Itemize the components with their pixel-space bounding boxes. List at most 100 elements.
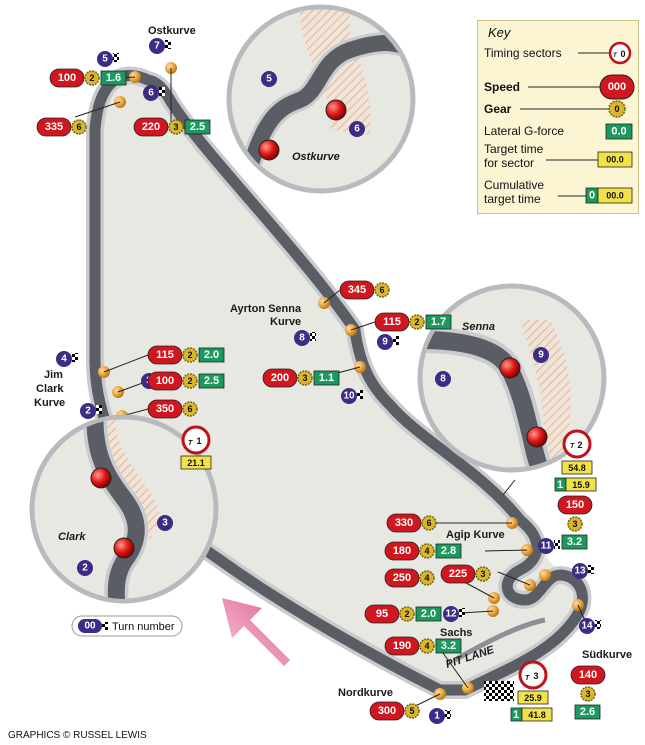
svg-text:T: T: [613, 53, 618, 59]
finish-flag: [484, 681, 514, 701]
turn-number-4: 4: [61, 354, 67, 365]
gear-badge: 2: [84, 70, 100, 86]
clark-inset: Clark 2 3: [29, 414, 219, 604]
svg-text:T: T: [188, 440, 193, 447]
gear-value: 6: [76, 122, 81, 132]
turn-badge-14: 14: [579, 618, 601, 634]
direction-arrow: [222, 598, 290, 666]
readout-r16: 190 4 3.2: [384, 636, 462, 656]
speed-value: 150: [566, 499, 584, 511]
lateral-g-value: 2.0: [421, 608, 436, 620]
ostkurve-inset: 5 6 Ostkurve: [226, 4, 416, 194]
speed-value: 100: [156, 375, 174, 387]
key-target-line1: Target time: [484, 142, 544, 156]
lateral-g-value: 1.1: [319, 372, 334, 384]
speed-pill: 300: [369, 701, 405, 721]
gear-value: 2: [404, 609, 409, 619]
key-speed-sample: 000: [608, 81, 626, 93]
key-target-sample: 00.0: [606, 155, 624, 165]
gear-badge: 3: [475, 566, 491, 582]
gear-value: 6: [426, 518, 431, 528]
gear-value: 4: [424, 641, 429, 651]
lateral-g-value: 3.2: [441, 640, 456, 652]
readout-r12: 150 3 3.2: [557, 495, 593, 550]
graphics-credit: GRAPHICS © RUSSEL LEWIS: [8, 730, 147, 741]
lateral-g-value: 3.2: [567, 536, 582, 548]
turn-badge-9: 9: [377, 334, 399, 350]
sector-t2-target: 54.8: [568, 463, 586, 473]
gear-value: 3: [572, 519, 577, 529]
key-timing-sample: 0: [620, 49, 625, 59]
lateral-g-value: 2.5: [204, 375, 219, 387]
clark-inset-turn-b: 3: [162, 518, 168, 529]
lateral-g-value: 1.7: [431, 316, 446, 328]
speed-pill: 115: [147, 345, 183, 365]
jim-clark-label-line1: Jim: [44, 369, 63, 381]
senna-label-line2: Kurve: [270, 316, 301, 328]
senna-inset-turn-b: 9: [538, 350, 544, 361]
nordkurve-label: Nordkurve: [338, 687, 393, 699]
key-target-line2: for sector: [484, 156, 534, 170]
sachs-label: Sachs: [440, 627, 472, 639]
key-title: Key: [488, 25, 512, 40]
readout-r18: 300 5: [369, 701, 420, 721]
speed-pill: 180: [384, 541, 420, 561]
clark-inset-title: Clark: [58, 531, 86, 543]
speed-value: 200: [271, 372, 289, 384]
speed-pill: 350: [147, 399, 183, 419]
speed-pill: 115: [374, 312, 410, 332]
key-timing-sectors: Timing sectors: [484, 46, 562, 60]
gear-badge: 6: [182, 401, 198, 417]
gear-badge: 3: [567, 516, 583, 532]
turn-number-12: 12: [445, 609, 457, 620]
turn-badge-11: 11: [538, 538, 560, 554]
turn-number-9: 9: [382, 337, 388, 348]
key-cumulative-line1: Cumulative: [484, 178, 544, 192]
gear-value: 4: [424, 546, 429, 556]
gear-badge: 2: [182, 347, 198, 363]
speed-value: 115: [383, 316, 401, 328]
svg-text:T: T: [570, 443, 575, 450]
key-cumulative-sample-b: 00.0: [606, 191, 624, 201]
gear-value: 5: [409, 706, 414, 716]
turn-badge-12: 12: [443, 606, 465, 622]
gear-value: 3: [302, 373, 307, 383]
pit-lane: [453, 617, 546, 663]
key-cumulative-sample-a: 0: [589, 190, 595, 202]
speed-pill: 345: [339, 280, 375, 300]
turn-badge-1: 1: [429, 708, 451, 724]
ostkurve-inset-turn-a: 5: [266, 74, 272, 85]
lateral-g-badge: 3.2: [561, 534, 588, 550]
svg-text:T: T: [525, 675, 530, 682]
speed-pill: 190: [384, 636, 420, 656]
readout-r13: 225 3: [440, 564, 491, 584]
sector-t3: T 3 25.9 1 41.8: [484, 660, 553, 722]
sector-t3-cum-b: 41.8: [528, 710, 546, 720]
readout-r6: 200 3 1.1: [262, 368, 340, 388]
speed-value: 225: [449, 568, 467, 580]
speed-value: 250: [393, 572, 411, 584]
speed-pill: 250: [384, 568, 420, 588]
speed-value: 100: [58, 72, 76, 84]
ostkurve-label: Ostkurve: [148, 25, 196, 37]
turn-badge-2: 2: [80, 403, 102, 419]
speed-value: 180: [393, 545, 411, 557]
key-panel: Key Timing sectors T 0 Speed 000 Gear 0 …: [477, 20, 639, 214]
speed-value: 345: [348, 284, 366, 296]
speed-pill: 225: [440, 564, 476, 584]
turn-badge-6: 6: [143, 85, 165, 101]
key-lateral-g-sample: 0.0: [611, 126, 626, 138]
gear-badge: 5: [404, 703, 420, 719]
key-gear-sample: 0: [614, 104, 619, 114]
turn-number-11: 11: [541, 541, 552, 552]
sector-t3-number: 3: [533, 671, 538, 681]
